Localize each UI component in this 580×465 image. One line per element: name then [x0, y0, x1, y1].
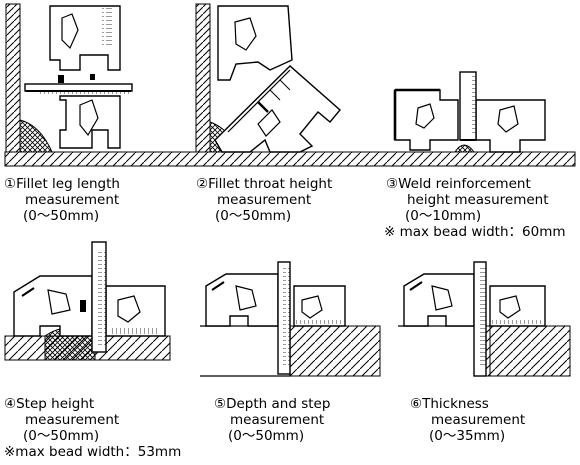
- caption-line: measurement: [217, 192, 312, 208]
- caption-title: ⑤Depth and step: [214, 396, 331, 412]
- caption-range: (0～50mm): [215, 208, 292, 224]
- top-base-plate: [4, 151, 576, 167]
- caption-panel-3: ③Weld reinforcement height measurement (…: [384, 176, 566, 240]
- caption-panel-5: ⑤Depth and step measurement (0～50mm): [214, 396, 330, 444]
- caption-range: (0～35mm): [429, 428, 506, 444]
- caption-range: (0～10mm): [405, 208, 482, 224]
- caption-line: height measurement: [407, 192, 549, 208]
- panel-1-illustration: [5, 3, 133, 153]
- caption-title: ①Fillet leg length: [4, 176, 120, 192]
- caption-title: ③Weld reinforcement: [386, 176, 531, 192]
- caption-title: ⑥Thickness: [410, 396, 489, 412]
- caption-title: ④Step height: [4, 396, 95, 412]
- caption-line: measurement: [25, 412, 120, 428]
- caption-line: measurement: [431, 412, 526, 428]
- panel-2-illustration: [195, 3, 341, 153]
- panel-6-illustration: [398, 261, 571, 377]
- panel-4-illustration: [4, 241, 171, 361]
- caption-range: (0～50mm): [228, 428, 305, 444]
- caption-note: ※max bead width：53mm: [4, 444, 182, 460]
- caption-panel-4: ④Step height measurement (0～50mm) ※max b…: [4, 396, 181, 460]
- panel-3-illustration: [393, 71, 546, 153]
- caption-line: measurement: [230, 412, 325, 428]
- caption-note: ※ max bead width：60mm: [384, 224, 566, 240]
- caption-range: (0～50mm): [23, 208, 100, 224]
- caption-panel-1: ①Fillet leg length measurement (0～50mm): [4, 176, 120, 224]
- panel-5-illustration: [200, 261, 381, 377]
- caption-panel-2: ②Fillet throat height measurement (0～50m…: [196, 176, 332, 224]
- caption-line: measurement: [25, 192, 120, 208]
- caption-panel-6: ⑥Thickness measurement (0～35mm): [410, 396, 525, 444]
- caption-title: ②Fillet throat height: [196, 176, 333, 192]
- caption-range: (0～50mm): [23, 428, 100, 444]
